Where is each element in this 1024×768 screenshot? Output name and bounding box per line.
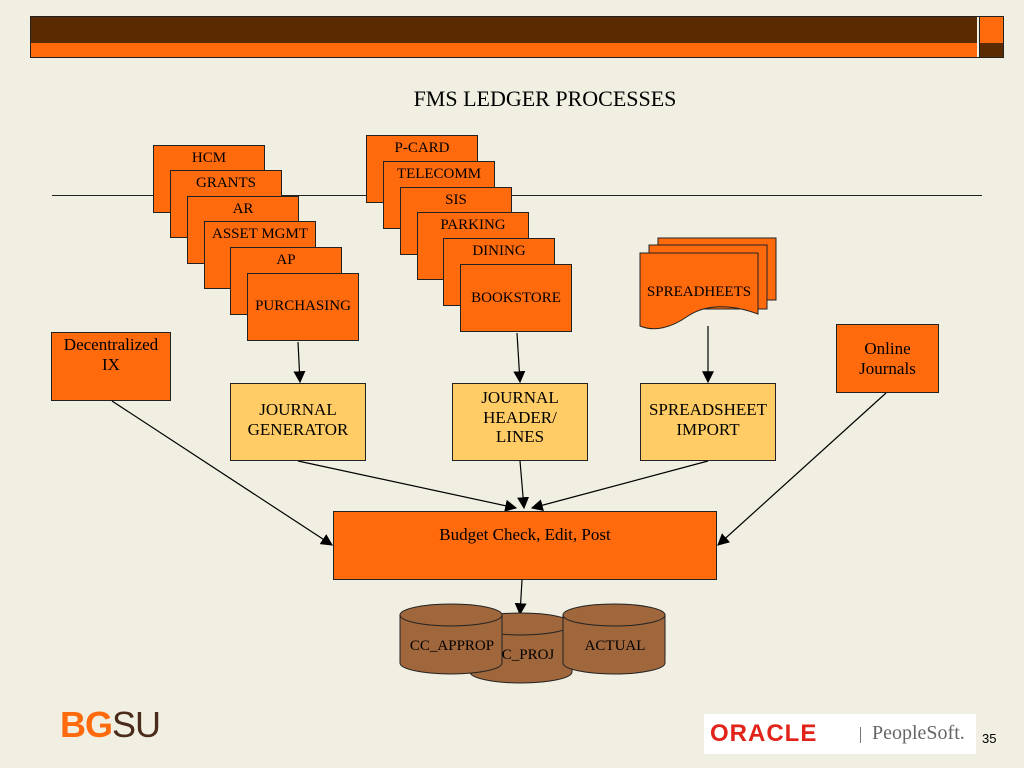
- source-decentralized-ix: Decentralized IX: [51, 332, 171, 401]
- logo-separator: [860, 727, 861, 743]
- process-spreadsheet-import: SPREADSHEET IMPORT: [640, 383, 776, 461]
- header-brown-square: [979, 43, 1003, 57]
- spreadsheets-label: SPREADHEETS: [646, 284, 752, 300]
- ledger-cc-approp-label: CC_APPROP: [409, 638, 495, 654]
- ledger-cc-approp-cylinder: [399, 603, 503, 675]
- page-number: 35: [982, 731, 997, 746]
- arrow-online-to-budget: [717, 392, 887, 546]
- bgsu-logo-su: SU: [112, 704, 161, 745]
- arrow-import-to-budget: [530, 460, 709, 512]
- peoplesoft-wordmark: PeopleSoft.: [872, 722, 965, 744]
- slide-title: FMS LEDGER PROCESSES: [413, 86, 677, 111]
- arrow-budget-to-ledger: [514, 579, 527, 616]
- process-budget-check: Budget Check, Edit, Post: [333, 511, 717, 580]
- source-bookstore: BOOKSTORE: [460, 264, 572, 332]
- oracle-peoplesoft-logo: ORACLE PeopleSoft.: [704, 714, 976, 754]
- ledger-cc-proj-label: C_PROJ: [501, 647, 555, 663]
- source-purchasing: PURCHASING: [247, 273, 359, 341]
- arrow-decentralized-to-budget: [111, 400, 334, 546]
- header-bar: [30, 16, 1004, 58]
- arrow-bookstore-to-jhl: [513, 332, 526, 384]
- arrow-purchasing-to-jg: [293, 341, 306, 384]
- header-brown-band: [31, 17, 977, 43]
- header-orange-band: [31, 43, 977, 57]
- source-online-journals: Online Journals: [836, 324, 939, 393]
- ledger-actual-cylinder: [562, 603, 666, 675]
- spreadsheets-document-icon: [639, 237, 777, 330]
- arrow-jg-to-budget: [297, 460, 518, 512]
- bgsu-logo-bg: BG: [60, 704, 113, 745]
- oracle-wordmark: ORACLE: [710, 720, 818, 747]
- ledger-databases: [399, 603, 666, 684]
- ledger-actual-label: ACTUAL: [584, 638, 646, 654]
- process-journal-header-lines: JOURNAL HEADER/ LINES: [452, 383, 588, 461]
- title-divider: [52, 195, 982, 196]
- bgsu-logo: BGSU: [60, 704, 161, 746]
- process-journal-generator: JOURNAL GENERATOR: [230, 383, 366, 461]
- header-orange-square: [979, 17, 1003, 43]
- arrow-jhl-to-budget: [517, 460, 530, 510]
